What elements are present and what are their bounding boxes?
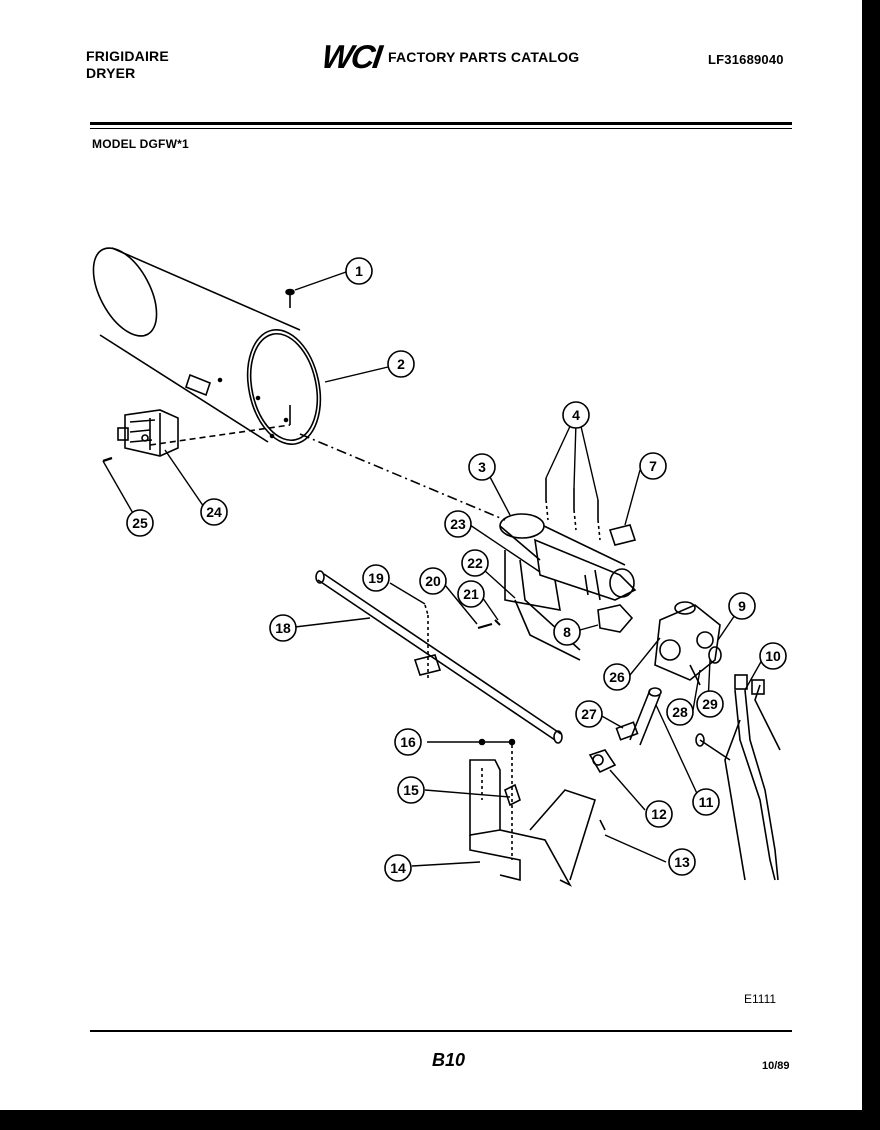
header-rule-thin	[90, 128, 792, 129]
callout-21: 21	[457, 580, 485, 608]
callout-12: 12	[645, 800, 673, 828]
product-type: DRYER	[86, 65, 136, 81]
svg-text:28: 28	[672, 704, 688, 720]
callout-2: 2	[387, 350, 415, 378]
callout-25: 25	[126, 509, 154, 537]
drum-axis-line	[299, 433, 506, 521]
leader-lines	[102, 271, 763, 867]
callout-10: 10	[759, 642, 787, 670]
svg-text:10: 10	[765, 648, 781, 664]
svg-text:24: 24	[206, 504, 222, 520]
callout-4: 4	[562, 401, 590, 429]
burner-tube	[615, 687, 662, 746]
svg-text:11: 11	[699, 794, 714, 810]
svg-text:26: 26	[609, 669, 625, 685]
svg-text:23: 23	[450, 516, 466, 532]
page-number: B10	[432, 1050, 466, 1070]
callout-9: 9	[728, 592, 756, 620]
callout-13: 13	[668, 848, 696, 876]
svg-text:12: 12	[651, 806, 667, 822]
callout-15: 15	[397, 776, 425, 804]
callout-11: 11	[692, 788, 720, 816]
screw-1	[285, 288, 295, 308]
header-rule-thick	[90, 122, 792, 125]
svg-text:18: 18	[275, 620, 291, 636]
drawing-code: E1111	[744, 992, 777, 1006]
callout-29: 29	[696, 690, 724, 718]
gas-valve	[654, 601, 722, 686]
document-number: LF31689040	[708, 52, 784, 67]
callout-1: 1	[345, 257, 373, 285]
callout-22: 22	[461, 549, 489, 577]
callout-20: 20	[419, 567, 447, 595]
callout-28: 28	[666, 698, 694, 726]
callout-3: 3	[468, 453, 496, 481]
callout-19: 19	[362, 564, 390, 592]
clip-12	[588, 749, 617, 774]
callout-16: 16	[394, 728, 422, 756]
callout-7: 7	[639, 452, 667, 480]
svg-text:3: 3	[478, 459, 486, 475]
callout-8: 8	[553, 618, 581, 646]
mounting-bracket	[469, 738, 606, 887]
drum-part	[92, 247, 322, 445]
svg-text:14: 14	[390, 860, 406, 876]
drum-switch	[102, 409, 179, 463]
brand-block: FRIGIDAIRE DRYER	[86, 48, 169, 82]
callout-27: 27	[575, 700, 603, 728]
svg-text:27: 27	[581, 706, 597, 722]
exploded-parts-diagram: 1 2 3 4 7 8 9 10 11 12 13 14 15 16 18 19…	[92, 247, 787, 887]
callout-18: 18	[269, 614, 297, 642]
svg-text:25: 25	[132, 515, 148, 531]
svg-text:13: 13	[674, 854, 690, 870]
callout-14: 14	[384, 854, 412, 882]
brand-name: FRIGIDAIRE	[86, 48, 169, 64]
svg-text:9: 9	[738, 598, 746, 614]
callout-23: 23	[444, 510, 472, 538]
svg-text:4: 4	[572, 407, 580, 423]
svg-text:22: 22	[467, 555, 483, 571]
model-number: MODEL DGFW*1	[92, 137, 189, 151]
footer-rule	[90, 1030, 792, 1032]
svg-text:21: 21	[463, 586, 479, 602]
callout-24: 24	[200, 498, 228, 526]
callout-balloons: 1 2 3 4 7 8 9 10 11 12 13 14 15 16 18 19…	[126, 257, 787, 882]
svg-text:15: 15	[403, 782, 419, 798]
catalog-page: FRIGIDAIRE DRYER WCI FACTORY PARTS CATAL…	[0, 0, 862, 1110]
svg-text:8: 8	[563, 624, 571, 640]
svg-text:2: 2	[397, 356, 405, 372]
callout-26: 26	[603, 663, 631, 691]
svg-text:1: 1	[355, 263, 363, 279]
svg-text:16: 16	[400, 734, 416, 750]
tie-rod	[315, 570, 563, 744]
screw-set-4	[545, 478, 601, 541]
svg-text:29: 29	[702, 696, 718, 712]
drum-alignment-line	[149, 424, 291, 446]
svg-text:20: 20	[425, 573, 441, 589]
catalog-title: FACTORY PARTS CATALOG	[388, 49, 580, 65]
svg-text:19: 19	[368, 570, 384, 586]
svg-text:7: 7	[649, 458, 657, 474]
wiring-harness	[695, 674, 781, 881]
burner-assembly	[499, 513, 637, 633]
revision-date: 10/89	[762, 1060, 790, 1072]
